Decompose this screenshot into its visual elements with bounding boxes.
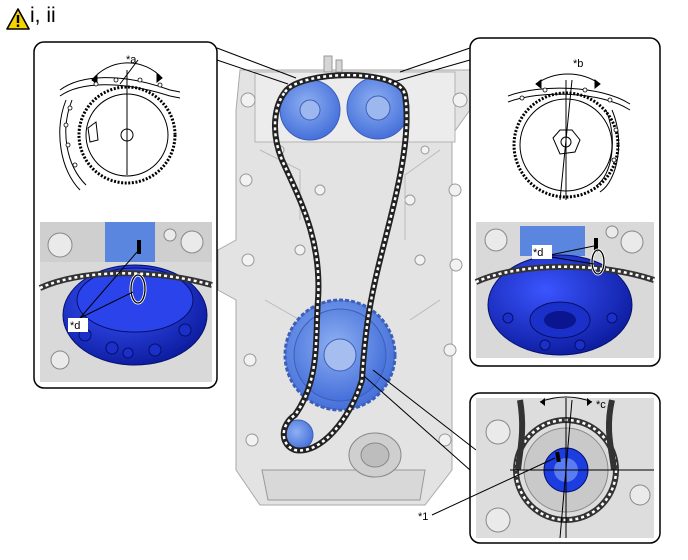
label-b: *b bbox=[573, 58, 583, 70]
engine-block bbox=[217, 55, 471, 506]
label-1: *1 bbox=[418, 511, 428, 523]
label-d-left: *d bbox=[70, 320, 80, 332]
section-heading: i, ii bbox=[30, 4, 56, 27]
crank-sprocket-large bbox=[283, 298, 397, 412]
label-a: *a bbox=[126, 54, 137, 66]
timing-chain bbox=[272, 72, 410, 454]
exhaust-cam-sprocket bbox=[279, 79, 341, 141]
detail-panel-top-left bbox=[33, 41, 297, 389]
label-d-right: *d bbox=[533, 247, 543, 259]
detail-panel-bottom-right bbox=[363, 369, 661, 544]
label-c: *c bbox=[596, 399, 606, 411]
detail-panel-top-right bbox=[392, 37, 661, 367]
warning-icon bbox=[6, 8, 30, 30]
